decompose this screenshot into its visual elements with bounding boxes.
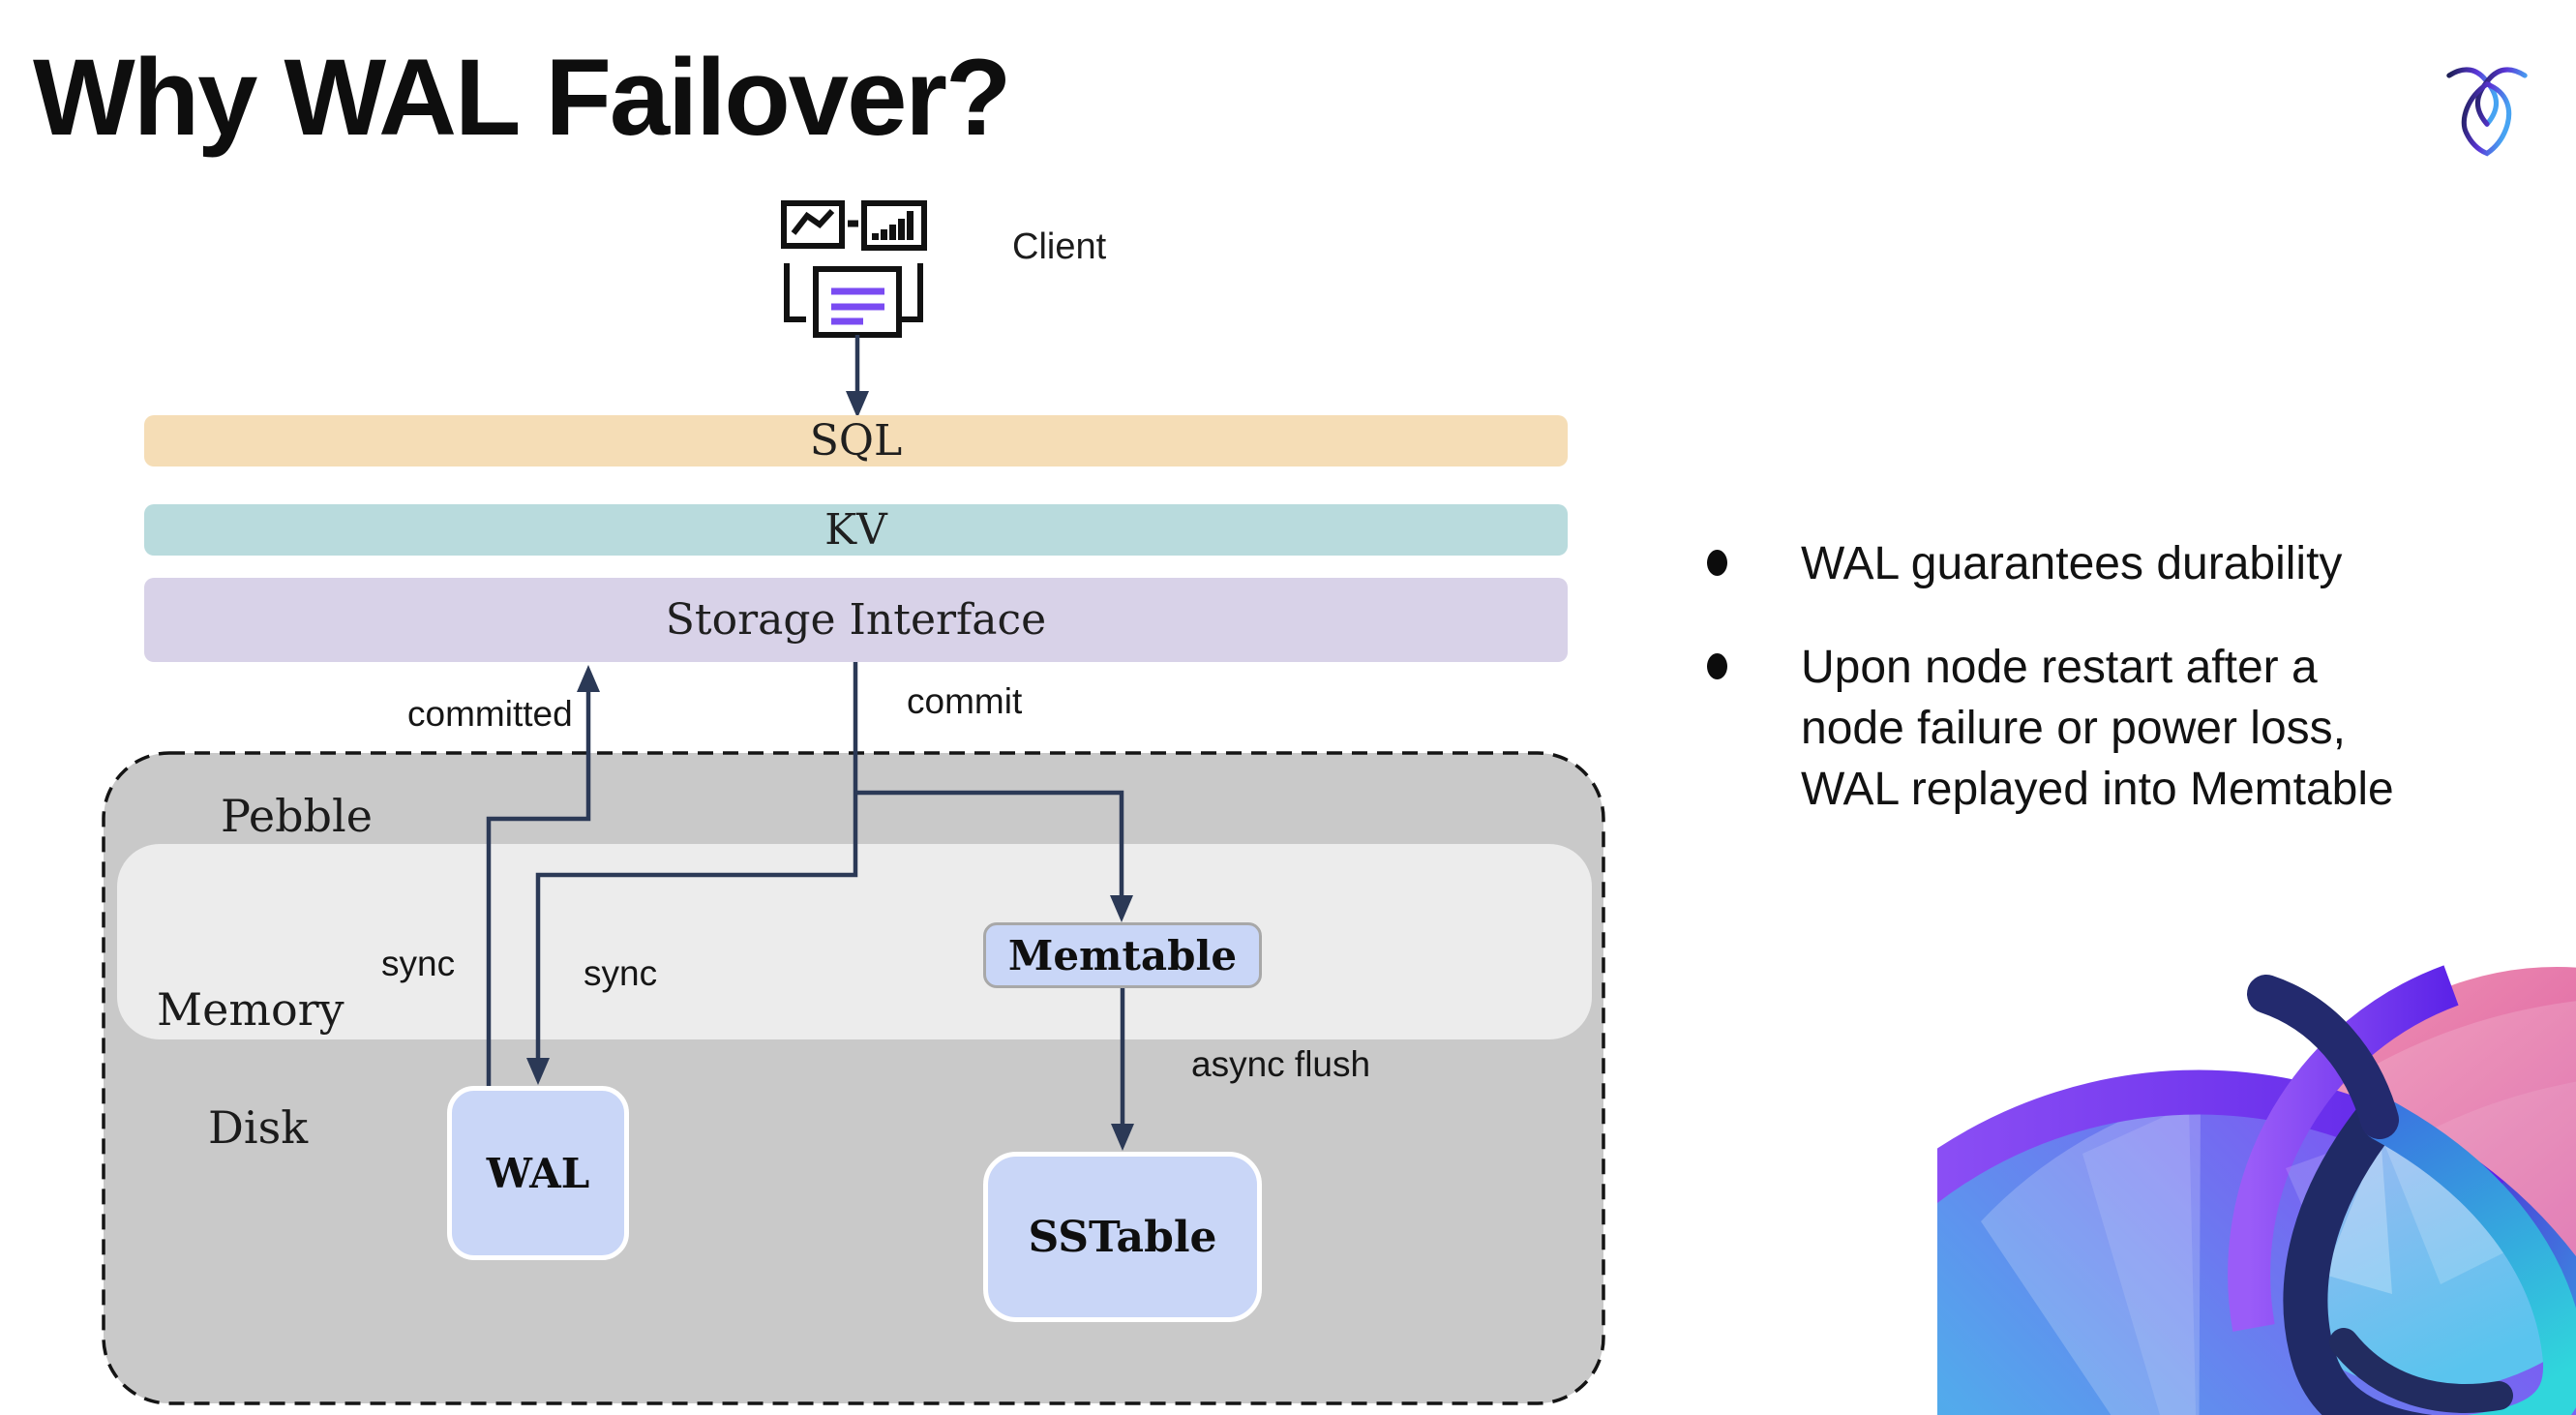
layer-bar-kv: KV <box>144 504 1568 556</box>
edge-label-commit: commit <box>907 681 1023 721</box>
edge-commit-to-memtable <box>855 790 1124 896</box>
arrowhead-up-icon <box>577 665 600 692</box>
bullet-list: WAL guarantees durability Upon node rest… <box>1707 534 2559 863</box>
memory-label: Memory <box>157 983 344 1036</box>
page-title: Why WAL Failover? <box>33 37 1011 158</box>
bullet-text: WAL guarantees durability <box>1801 534 2342 595</box>
layer-bar-storage-interface: Storage Interface <box>144 578 1568 662</box>
corner-decoration-graphic <box>1937 965 2576 1415</box>
wal-box: WAL <box>447 1086 629 1260</box>
bullet-line: Upon node restart after a <box>1801 641 2318 693</box>
memory-band <box>117 844 1592 1039</box>
bullet-dot-icon <box>1707 652 1727 679</box>
arrowhead-down-icon <box>1111 1124 1134 1151</box>
list-item: WAL guarantees durability <box>1707 534 2559 595</box>
edge-committed <box>486 691 591 1086</box>
arrowhead-down-icon <box>526 1058 550 1085</box>
list-item: Upon node restart after a node failure o… <box>1707 638 2559 821</box>
layer-bar-sql: SQL <box>144 415 1568 467</box>
edge-label-async-flush: async flush <box>1191 1044 1371 1084</box>
memtable-box: Memtable <box>983 922 1262 988</box>
bullet-line: WAL guarantees durability <box>1801 538 2343 589</box>
client-label: Client <box>1012 226 1107 267</box>
edge-commit-to-wal <box>535 662 858 1059</box>
cockroachdb-logo-icon <box>2446 67 2528 157</box>
arrowhead-down-icon <box>846 391 869 418</box>
bullet-text: Upon node restart after a node failure o… <box>1801 638 2394 821</box>
bullet-dot-icon <box>1707 550 1727 576</box>
disk-label: Disk <box>208 1101 309 1154</box>
bullet-line: WAL replayed into Memtable <box>1801 763 2394 815</box>
bullet-line: node failure or power loss, <box>1801 702 2346 754</box>
arrowhead-down-icon <box>1110 895 1133 922</box>
edge-label-sync-right: sync <box>584 953 658 993</box>
pebble-label: Pebble <box>221 790 373 842</box>
sstable-box: SSTable <box>983 1152 1262 1322</box>
client-dashboard-icon <box>781 200 927 338</box>
edge-label-sync-left: sync <box>381 944 456 983</box>
edge-label-committed: committed <box>407 694 573 734</box>
